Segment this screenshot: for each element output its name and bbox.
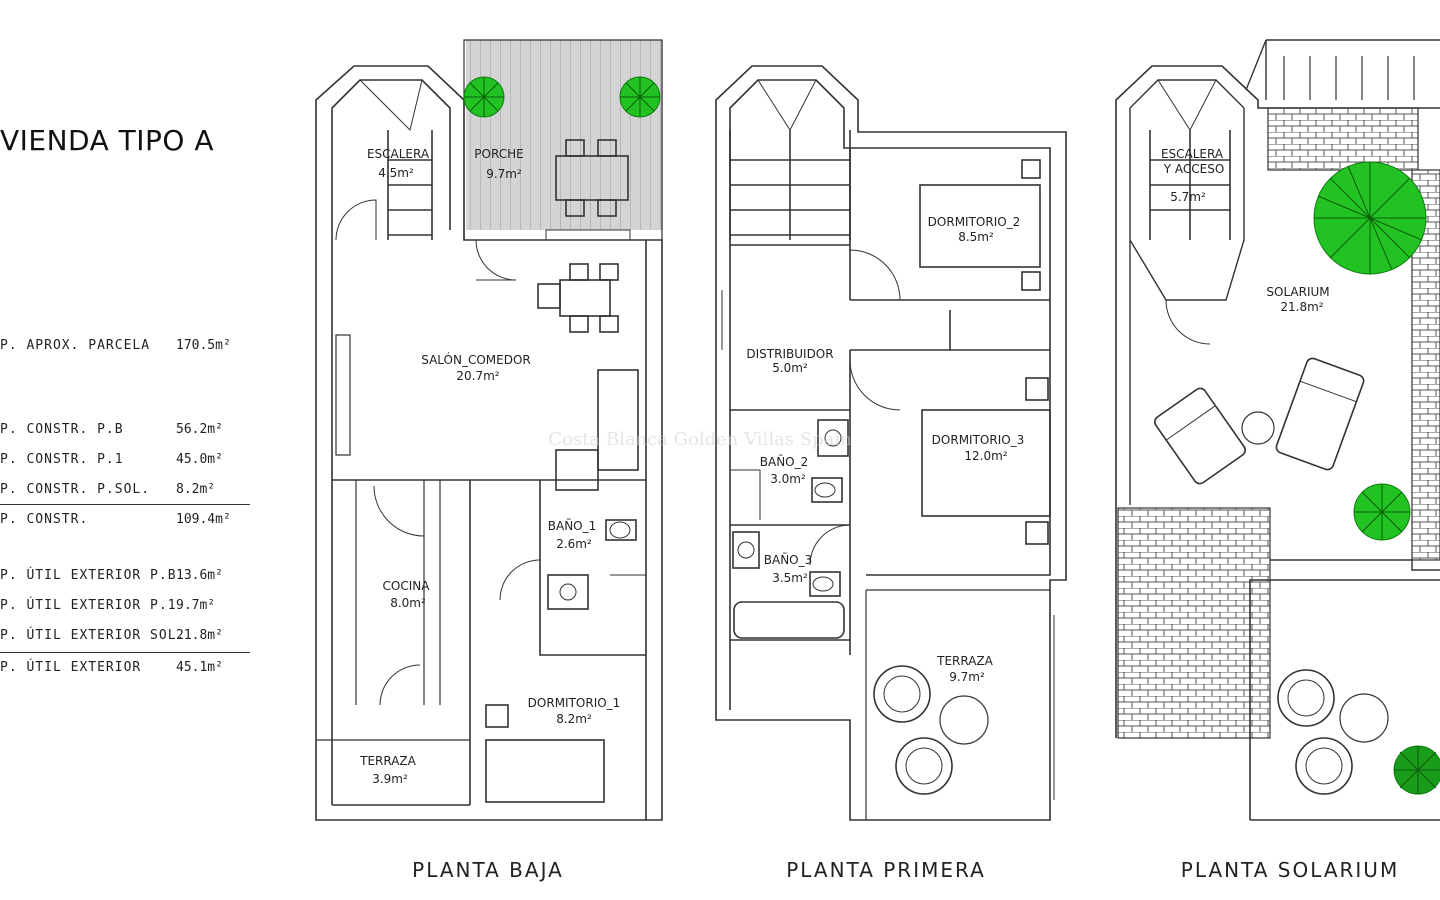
room-area: 20.7m² — [456, 369, 499, 383]
plant-icon — [1353, 483, 1411, 541]
palm-tree-icon — [1313, 161, 1427, 275]
room-area: 3.0m² — [770, 472, 806, 486]
room-area: 8.2m² — [556, 712, 592, 726]
summary-row: P. ÚTIL EXTERIOR SOL.21.8m² — [0, 628, 260, 648]
room-name: SOLARIUM — [1266, 285, 1329, 299]
summary-label: P. ÚTIL EXTERIOR P.1 — [0, 598, 177, 613]
room-name: BAÑO_3 — [764, 552, 813, 567]
porch-table — [555, 155, 629, 201]
room-name: DISTRIBUIDOR — [746, 347, 833, 361]
room-area: 2.6m² — [556, 537, 592, 551]
room-area: 9.7m² — [949, 670, 985, 684]
room-name: PORCHE — [474, 147, 523, 161]
summary-label: P. CONSTR. P.SOL. — [0, 482, 151, 497]
plant-icon — [1393, 745, 1440, 795]
room-area: 12.0m² — [964, 449, 1007, 463]
floor-label-baja: PLANTA BAJA — [412, 858, 564, 882]
plant-icon — [463, 76, 505, 118]
summary-row: P. ÚTIL EXTERIOR 45.1m² — [0, 660, 260, 680]
sun-lounger — [1275, 357, 1365, 471]
pergola — [1283, 56, 1415, 100]
room-area: 3.9m² — [372, 772, 408, 786]
summary-value: 9.7m² — [176, 598, 216, 613]
sofa — [597, 369, 639, 471]
summary-row: P. APROX. PARCELA 170.5m² — [0, 338, 260, 358]
summary-value: 170.5m² — [176, 338, 231, 353]
room-name: COCINA — [383, 579, 431, 593]
room-area: 8.0m² — [390, 596, 426, 610]
room-name: TERRAZA — [359, 754, 417, 768]
room-name: DORMITORIO_3 — [932, 433, 1025, 447]
watermark: Costa Blanca Golden Villas Spain — [548, 429, 852, 450]
plan-solarium — [1115, 39, 1440, 821]
room-area: 5.0m² — [772, 361, 808, 375]
bed — [485, 739, 605, 803]
interior-wall — [730, 148, 1050, 655]
interior-wall — [331, 79, 451, 805]
room-name: TERRAZA — [936, 654, 994, 668]
summary-label: P. CONSTR. P.1 — [0, 452, 124, 467]
summary-row: P. CONSTR. 109.4m² — [0, 512, 260, 532]
room-name: SALÓN_COMEDOR — [421, 352, 531, 367]
plant-icon — [619, 76, 661, 118]
staircase — [387, 130, 433, 240]
summary-value: 56.2m² — [176, 422, 223, 437]
summary-label: P. ÚTIL EXTERIOR SOL. — [0, 628, 186, 643]
summary-value: 21.8m² — [176, 628, 223, 643]
drawing-title: VIENDA TIPO A — [0, 124, 215, 157]
room-name: BAÑO_2 — [760, 454, 809, 469]
room-name: DORMITORIO_2 — [928, 215, 1021, 229]
room-area: 8.5m² — [958, 230, 994, 244]
plan-baja — [315, 39, 663, 821]
summary-value: 45.1m² — [176, 660, 223, 675]
interior-wall — [729, 79, 1051, 710]
room-area: 4.5m² — [378, 166, 414, 180]
porch-area — [466, 40, 663, 230]
room-area: 9.7m² — [486, 167, 522, 181]
staircase — [729, 130, 851, 240]
summary-divider — [0, 504, 250, 505]
summary-value: 13.6m² — [176, 568, 223, 583]
round-table — [1339, 693, 1389, 743]
bed — [921, 409, 1051, 517]
bed — [919, 184, 1041, 268]
room-name: ESCALERA — [1161, 147, 1224, 161]
bathtub — [733, 601, 845, 639]
summary-label: P. ÚTIL EXTERIOR P.B — [0, 568, 177, 583]
summary-row: P. CONSTR. P.B 56.2m² — [0, 422, 260, 442]
round-table — [939, 695, 989, 745]
exterior-wall — [715, 65, 1067, 821]
interior-wall — [332, 240, 647, 820]
summary-label: P. APROX. PARCELA — [0, 338, 151, 353]
staircase — [1149, 130, 1231, 240]
floor-label-solarium: PLANTA SOLARIUM — [1181, 858, 1399, 882]
room-name: ESCALERA — [367, 147, 430, 161]
roof-tiles — [1117, 507, 1271, 739]
room-area: 5.7m² — [1170, 190, 1206, 204]
summary-label: P. ÚTIL EXTERIOR — [0, 660, 142, 675]
summary-label: P. CONSTR. — [0, 512, 89, 527]
summary-row: P. CONSTR. P.SOL. 8.2m² — [0, 482, 260, 502]
summary-divider — [0, 652, 250, 653]
room-name-line2: Y ACCESO — [1163, 162, 1225, 176]
summary-row: P. CONSTR. P.1 45.0m² — [0, 452, 260, 472]
sun-lounger — [1154, 387, 1246, 485]
summary-label: P. CONSTR. P.B — [0, 422, 124, 437]
room-name: DORMITORIO_1 — [528, 696, 621, 710]
floor-label-primera: PLANTA PRIMERA — [786, 858, 986, 882]
exterior-wall — [1115, 65, 1440, 738]
summary-value: 45.0m² — [176, 452, 223, 467]
room-area: 3.5m² — [772, 571, 808, 585]
room-name: BAÑO_1 — [548, 518, 597, 533]
plan-primera — [715, 65, 1067, 821]
room-area: 21.8m² — [1280, 300, 1323, 314]
summary-value: 109.4m² — [176, 512, 231, 527]
summary-value: 8.2m² — [176, 482, 216, 497]
